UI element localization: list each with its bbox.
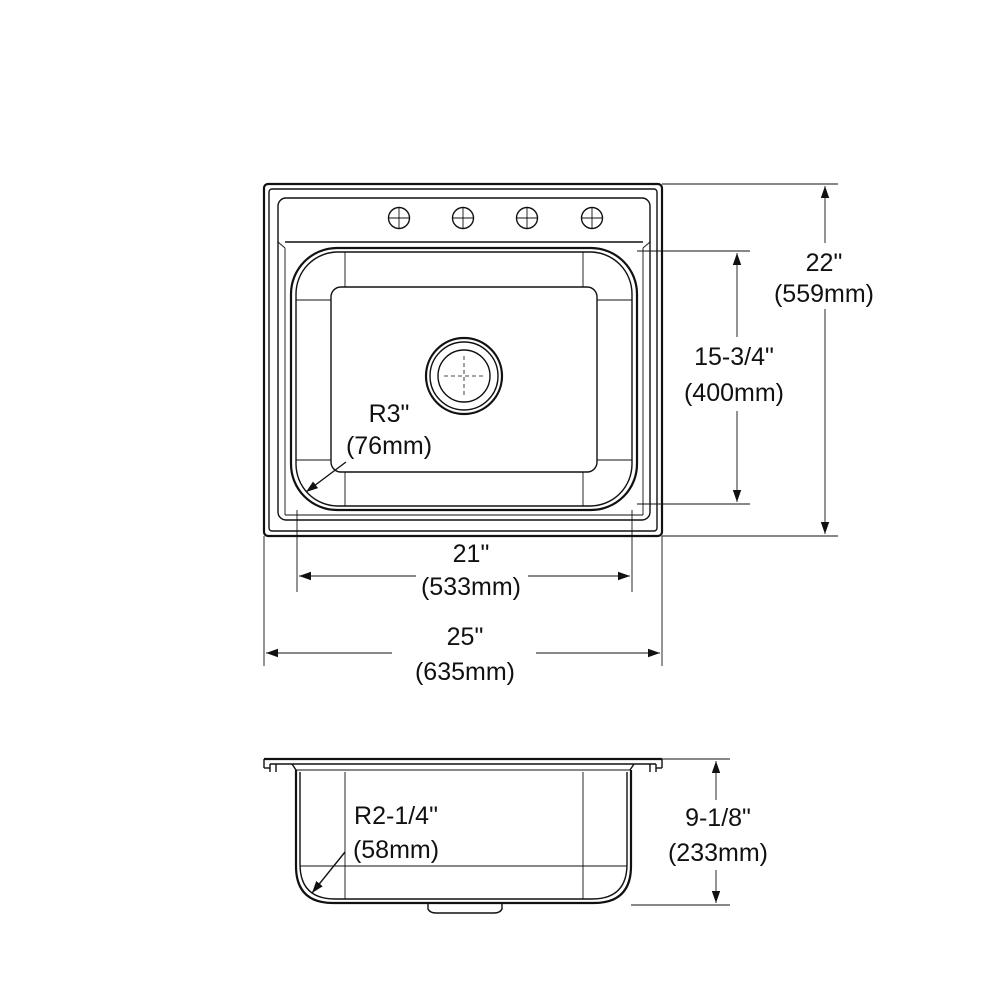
faucet-hole bbox=[387, 206, 411, 230]
overall-width-inches: 25" bbox=[447, 623, 484, 651]
top-view bbox=[262, 182, 664, 538]
bottom-radius-leader bbox=[311, 851, 346, 894]
overall-depth-inches: 22" bbox=[806, 249, 843, 277]
bowl-outline bbox=[289, 246, 639, 512]
bowl-width-inches: 21" bbox=[453, 540, 490, 568]
faucet-hole bbox=[451, 206, 475, 230]
bowl-bottom bbox=[330, 286, 598, 473]
bowl-profile bbox=[294, 770, 633, 905]
sink-rim-inner-edge bbox=[268, 188, 658, 532]
overall-depth-mm: (559mm) bbox=[774, 280, 874, 308]
faucet-hole bbox=[515, 206, 539, 230]
faucet-deck bbox=[277, 197, 651, 521]
bottom-radius-inches: R2-1/4" bbox=[354, 802, 438, 830]
corner-radius-mm: (76mm) bbox=[346, 432, 432, 460]
bottom-radius-mm: (58mm) bbox=[353, 836, 439, 864]
sink-outer-rim bbox=[262, 182, 664, 538]
side-view-dimensions: 9-1/8" (233mm) R2-1/4" (58mm) bbox=[353, 758, 772, 906]
bowl-width-mm: (533mm) bbox=[421, 573, 521, 601]
bowl-length-mm: (400mm) bbox=[684, 379, 784, 407]
bowl-length-inches: 15-3/4" bbox=[694, 343, 774, 371]
top-view-dimensions: 22" (559mm) 15-3/4" (400mm) 21" (533mm) … bbox=[263, 183, 880, 688]
drain bbox=[424, 336, 504, 416]
bowl-depth-inches: 9-1/8" bbox=[685, 804, 751, 832]
side-view bbox=[263, 757, 663, 914]
overall-width-mm: (635mm) bbox=[415, 658, 515, 686]
bowl-inner-outline bbox=[295, 251, 633, 507]
faucet-hole bbox=[580, 206, 604, 230]
bowl-depth-mm: (233mm) bbox=[668, 839, 768, 867]
drain-body bbox=[427, 903, 503, 914]
corner-radius-inches: R3" bbox=[369, 400, 410, 428]
corner-radius-leader bbox=[305, 461, 347, 493]
